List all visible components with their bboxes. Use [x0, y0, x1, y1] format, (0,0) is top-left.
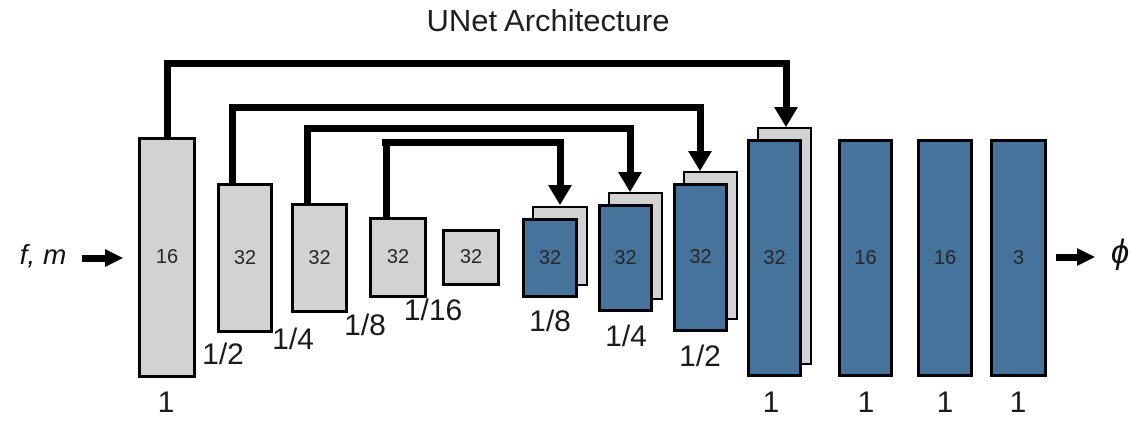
channel-label: 32 — [763, 246, 786, 269]
skip4-vertical-left — [383, 139, 390, 217]
scale-label-bottleneck: 1/16 — [403, 294, 463, 327]
skip2-horizontal — [229, 104, 704, 111]
input-arrow-shaft — [82, 255, 106, 262]
bottleneck-block: 32 — [442, 229, 500, 286]
skip3-vertical-right — [627, 125, 634, 173]
channel-label: 32 — [386, 246, 410, 268]
skip1-horizontal — [164, 60, 790, 67]
skip2-vertical-left — [229, 104, 236, 184]
channel-label: 16 — [155, 246, 179, 268]
decoder-block-6: 16 — [917, 139, 973, 377]
skip4-horizontal — [382, 139, 564, 146]
scale-label-dec-3: 1/2 — [679, 340, 721, 373]
output-block: 3 — [990, 139, 1047, 377]
scale-label-dec-5: 1 — [857, 386, 875, 419]
skip2-vertical-right — [697, 104, 704, 152]
channel-label: 16 — [933, 246, 957, 269]
diagram-title: UNet Architecture — [426, 3, 670, 38]
channel-label: 32 — [308, 246, 331, 269]
skip4-arrow-down-icon — [548, 185, 572, 205]
skip3-arrow-down-icon — [618, 172, 642, 192]
skip1-vertical-left — [164, 60, 171, 137]
channel-label: 32 — [459, 246, 483, 268]
output-arrow-shaft — [1056, 254, 1078, 261]
decoder-block-5: 16 — [838, 139, 893, 377]
encoder-block-2: 32 — [217, 183, 273, 333]
scale-label-enc-1: 1 — [157, 386, 175, 419]
scale-label-dec-2: 1/4 — [605, 320, 647, 353]
decoder-block-1: 32 — [522, 218, 578, 298]
scale-label-output: 1 — [1009, 386, 1027, 419]
encoder-block-4: 32 — [369, 217, 427, 298]
channel-label: 32 — [233, 246, 257, 269]
skip3-vertical-left — [304, 125, 311, 203]
input-arrow-head — [105, 249, 123, 267]
decoder-block-2: 32 — [598, 204, 653, 312]
scale-label-dec-1: 1/8 — [529, 305, 571, 338]
encoder-block-1: 16 — [138, 137, 196, 378]
channel-label: 32 — [538, 246, 562, 269]
channel-label: 3 — [1012, 246, 1025, 269]
channel-label: 16 — [854, 246, 877, 269]
decoder-block-3: 32 — [673, 183, 728, 332]
skip4-vertical-right — [557, 139, 564, 186]
decoder-block-4: 32 — [747, 139, 802, 377]
scale-label-enc-3: 1/4 — [272, 323, 314, 356]
skip1-vertical-right — [783, 60, 790, 109]
skip2-arrow-down-icon — [688, 151, 712, 171]
input-label: f, m — [19, 239, 67, 270]
channel-label: 32 — [614, 246, 637, 269]
scale-label-enc-2: 1/2 — [202, 338, 244, 371]
channel-label: 32 — [689, 246, 712, 268]
encoder-block-3: 32 — [291, 203, 348, 313]
skip1-arrow-down-icon — [774, 107, 798, 127]
skip3-horizontal — [304, 125, 634, 132]
scale-label-dec-4: 1 — [762, 386, 780, 419]
scale-label-enc-4: 1/8 — [344, 309, 386, 342]
output-label: ϕ — [1110, 233, 1130, 270]
scale-label-dec-6: 1 — [936, 386, 954, 419]
output-arrow-head — [1077, 248, 1095, 266]
